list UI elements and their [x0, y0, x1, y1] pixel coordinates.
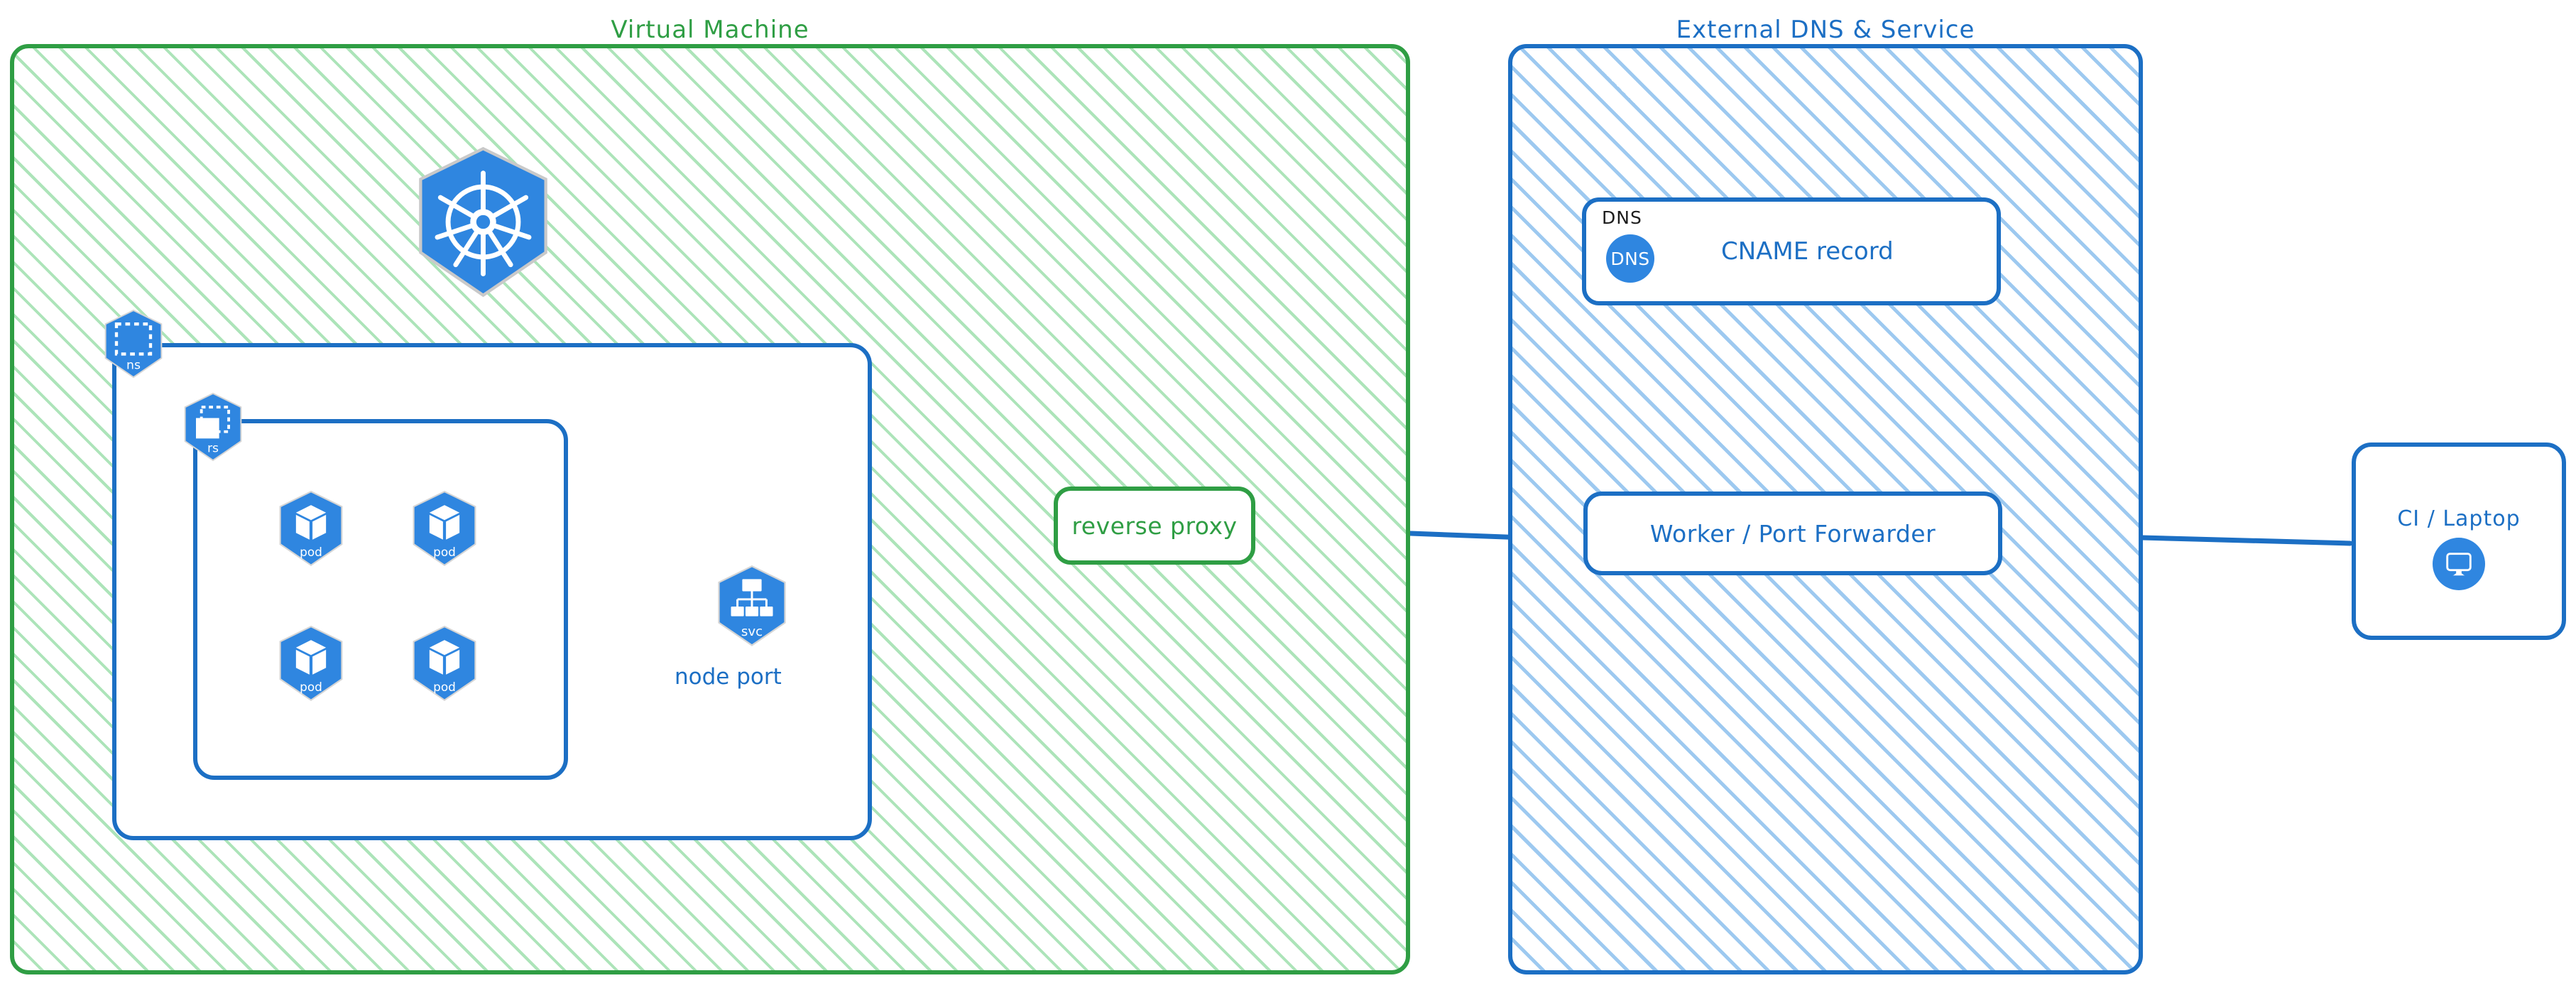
node-port-caption: node port — [675, 664, 782, 690]
service-svc: svc — [711, 565, 792, 648]
namespace-badge-label: ns — [126, 359, 141, 373]
replicaset-badge: rs — [179, 392, 247, 463]
zone-external-dns-service-title: External DNS & Service — [1676, 16, 1975, 44]
pod-4: pod — [407, 625, 482, 703]
dns-icon: DNS — [1606, 234, 1654, 283]
ci-laptop-box[interactable]: CI / Laptop — [2352, 442, 2566, 640]
pod-2-label: pod — [433, 545, 456, 559]
namespace-badge: ns — [99, 309, 168, 380]
service-badge-label: svc — [741, 624, 763, 639]
ci-laptop-label: CI / Laptop — [2397, 506, 2521, 531]
dns-card-tag: DNS — [1602, 207, 1642, 228]
pod-2: pod — [407, 490, 482, 568]
cname-record-label: CNAME record — [1721, 237, 1894, 266]
desktop-monitor-icon — [2433, 538, 2485, 590]
pod-3-label: pod — [300, 680, 322, 694]
pod-1-label: pod — [300, 545, 322, 559]
reverse-proxy-label: reverse proxy — [1071, 511, 1238, 540]
dns-card[interactable]: DNS DNS CNAME record — [1582, 197, 2001, 305]
pod-3: pod — [273, 625, 349, 703]
replicaset-badge-label: rs — [207, 442, 219, 456]
pod-1: pod — [273, 490, 349, 568]
worker-port-forwarder-label: Worker / Port Forwarder — [1649, 519, 1936, 548]
kubernetes-logo — [407, 146, 560, 298]
zone-virtual-machine-title: Virtual Machine — [611, 16, 809, 44]
replicaset-box — [193, 419, 568, 780]
pod-4-label: pod — [433, 680, 456, 694]
worker-port-forwarder-box[interactable]: Worker / Port Forwarder — [1583, 492, 2002, 575]
reverse-proxy-box[interactable]: reverse proxy — [1054, 487, 1255, 565]
